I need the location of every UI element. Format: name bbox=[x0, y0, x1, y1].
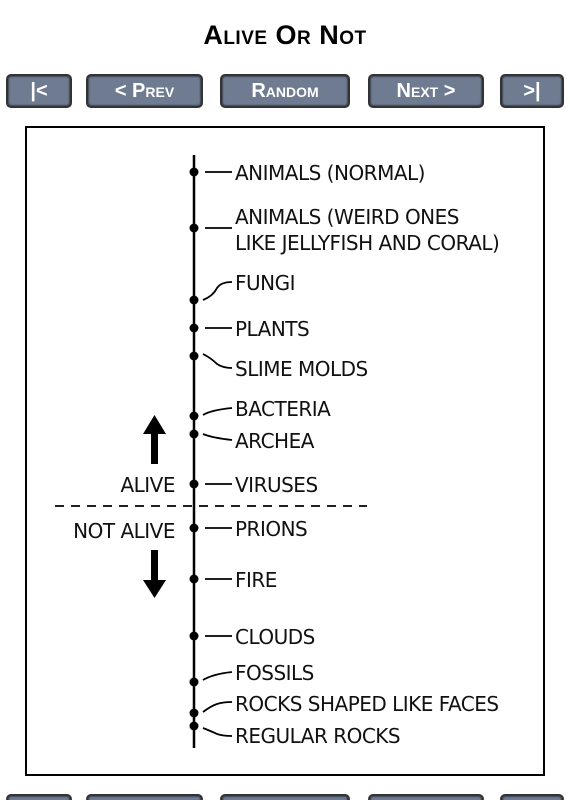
label-animals-weird-1: ANIMALS (WEIRD ONES bbox=[235, 205, 459, 229]
label-fire: FIRE bbox=[235, 568, 277, 592]
label-animals-normal: ANIMALS (NORMAL) bbox=[235, 161, 425, 185]
label-slime-molds: SLIME MOLDS bbox=[235, 357, 368, 381]
next-comic-button-bottom[interactable] bbox=[368, 794, 484, 800]
point-animals-normal bbox=[189, 167, 199, 177]
label-clouds: CLOUDS bbox=[235, 625, 315, 649]
label-rocks-faces: ROCKS SHAPED LIKE FACES bbox=[235, 692, 499, 716]
point-animals-weird bbox=[189, 223, 199, 233]
point-regular-rocks bbox=[189, 721, 199, 731]
prev-comic-button-bottom[interactable] bbox=[86, 794, 203, 800]
point-clouds bbox=[189, 631, 199, 641]
point-bacteria bbox=[189, 411, 199, 421]
point-fungi bbox=[189, 295, 199, 305]
random-comic-button-bottom[interactable] bbox=[220, 794, 350, 800]
last-comic-button[interactable]: >| bbox=[500, 74, 564, 108]
label-regular-rocks: REGULAR ROCKS bbox=[235, 724, 400, 748]
first-comic-button-bottom[interactable] bbox=[6, 794, 72, 800]
label-fossils: FOSSILS bbox=[235, 661, 314, 685]
label-animals-weird-2: LIKE JELLYFISH AND CORAL) bbox=[235, 231, 499, 255]
label-plants: PLANTS bbox=[235, 317, 309, 341]
point-viruses bbox=[189, 479, 199, 489]
point-plants bbox=[189, 323, 199, 333]
last-comic-button-bottom[interactable] bbox=[500, 794, 564, 800]
alive-label: ALIVE bbox=[120, 473, 175, 497]
random-comic-button[interactable]: Random bbox=[220, 74, 350, 108]
label-viruses: VIRUSES bbox=[235, 473, 318, 497]
page-title: Alive Or Not bbox=[203, 20, 367, 50]
label-prions: PRIONS bbox=[235, 517, 307, 541]
first-comic-button[interactable]: |< bbox=[6, 74, 72, 108]
next-comic-button[interactable]: Next > bbox=[368, 74, 484, 108]
point-fire bbox=[189, 574, 199, 584]
point-slime-molds bbox=[189, 351, 199, 361]
point-fossils bbox=[189, 677, 199, 687]
comic-drawing: ANIMALS (NORMAL) ANIMALS (WEIRD ONES LIK… bbox=[55, 155, 500, 748]
point-archea bbox=[189, 429, 199, 439]
not-alive-arrow bbox=[143, 550, 166, 598]
alive-arrow bbox=[143, 415, 166, 464]
label-archea: ARCHEA bbox=[235, 429, 315, 453]
point-rocks-faces bbox=[189, 708, 199, 718]
label-bacteria: BACTERIA bbox=[235, 397, 331, 421]
label-fungi: FUNGI bbox=[235, 271, 295, 295]
point-prions bbox=[189, 523, 199, 533]
prev-comic-button[interactable]: < Prev bbox=[86, 74, 203, 108]
not-alive-label: NOT ALIVE bbox=[73, 519, 175, 543]
comic-panel: ANIMALS (NORMAL) ANIMALS (WEIRD ONES LIK… bbox=[25, 126, 545, 776]
